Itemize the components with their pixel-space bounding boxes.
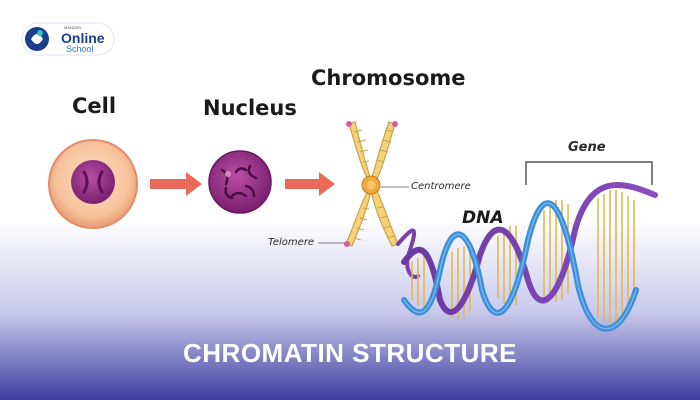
cell-graphic — [48, 139, 138, 229]
page-title: CHROMATIN STRUCTURE — [183, 338, 517, 368]
chromosome-label: Chromosome — [311, 66, 466, 90]
nucleus-graphic — [208, 150, 272, 214]
logo-top-text: MANDIRI — [64, 25, 81, 30]
centromere-label: Centromere — [411, 181, 471, 192]
gene-label: Gene — [568, 140, 606, 155]
arrow-cell-to-nucleus — [150, 172, 202, 196]
logo-brand-text: Online — [61, 30, 105, 46]
gene-bracket — [525, 161, 653, 185]
site-logo[interactable]: MANDIRI Online School — [22, 23, 114, 57]
logo-mark — [21, 22, 115, 56]
dna-helix — [401, 182, 658, 332]
telomere-label: Telomere — [268, 237, 315, 248]
nucleus-label: Nucleus — [203, 96, 297, 120]
cell-label: Cell — [72, 94, 117, 118]
logo-sub-text: School — [66, 44, 94, 54]
arrow-nucleus-to-chromosome — [285, 172, 335, 196]
chromosome-graphic — [318, 121, 409, 247]
dna-label: DNA — [462, 208, 504, 228]
